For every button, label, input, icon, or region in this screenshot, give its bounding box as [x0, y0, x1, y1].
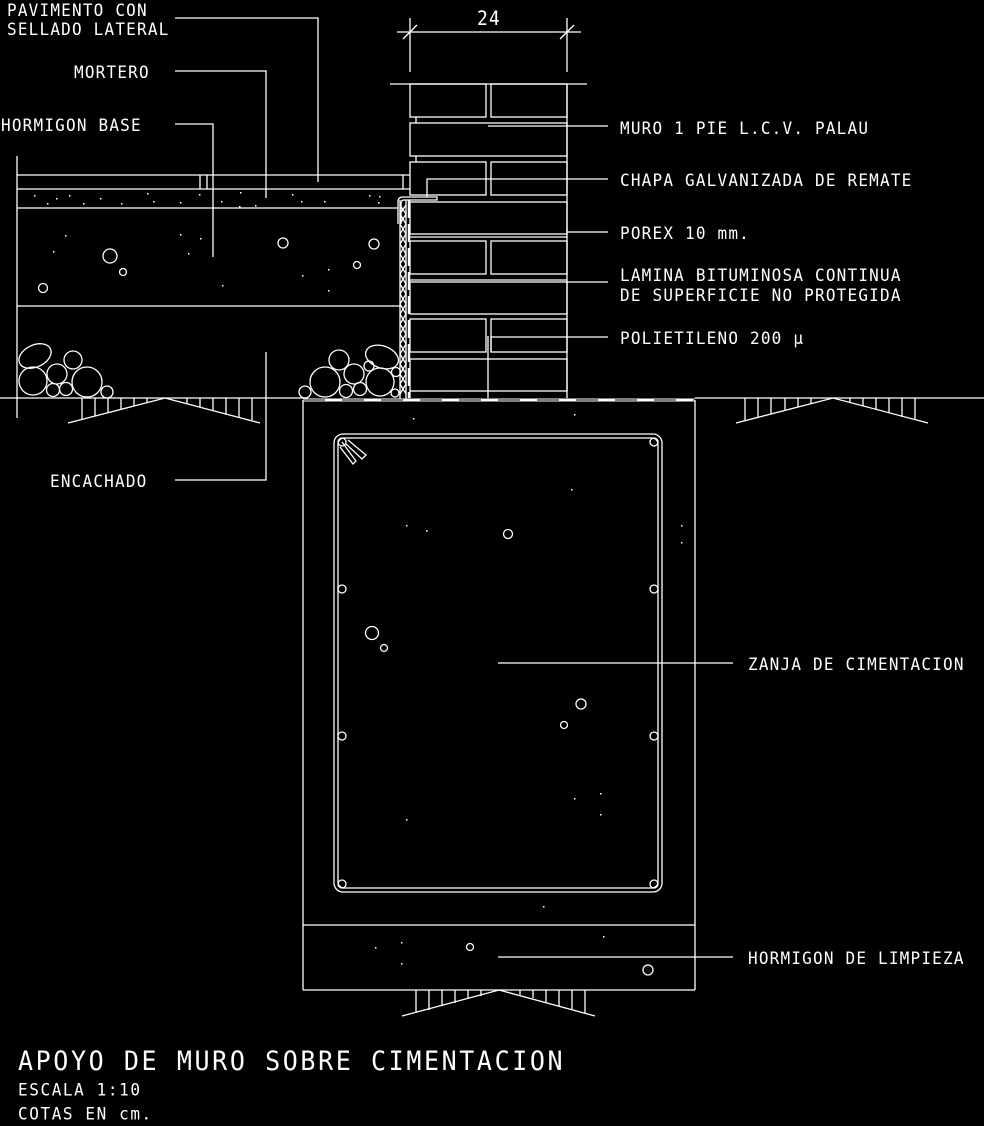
label-hormigon-base: HORMIGON BASE: [1, 115, 142, 136]
foundation-trench: [302, 400, 696, 991]
drawing-units-note: COTAS EN cm.: [18, 1103, 153, 1124]
soil-hatch-left: [67, 397, 261, 424]
label-porex: POREX 10 mm.: [620, 223, 750, 244]
label-lamina-line2: DE SUPERFICIE NO PROTEGIDA: [620, 285, 902, 306]
label-mortero: MORTERO: [74, 62, 150, 83]
soil-hatch-bottom: [401, 989, 596, 1017]
label-zanja: ZANJA DE CIMENTACION: [748, 654, 965, 675]
leader-lines: [175, 17, 733, 958]
dimension-24: [397, 18, 581, 72]
label-muro: MURO 1 PIE L.C.V. PALAU: [620, 118, 870, 139]
label-encachado: ENCACHADO: [50, 471, 148, 492]
label-lamina-line1: LAMINA BITUMINOSA CONTINUA: [620, 265, 902, 286]
wall-waterproofing: [397, 196, 438, 400]
brick-wall: [390, 83, 587, 398]
gravel-bed: [18, 343, 402, 399]
label-chapa: CHAPA GALVANIZADA DE REMATE: [620, 170, 913, 191]
dimension-label-24: 24: [477, 7, 501, 31]
drawing-title: APOYO DE MURO SOBRE CIMENTACION: [18, 1044, 566, 1077]
label-polietileno: POLIETILENO 200 μ: [620, 328, 805, 349]
label-hormigon-limpieza: HORMIGON DE LIMPIEZA: [748, 948, 965, 969]
soil-hatch-right: [735, 397, 929, 424]
label-pavimento-line1: PAVIMENTO CON: [7, 0, 148, 21]
drawing-scale: ESCALA 1:10: [18, 1079, 142, 1100]
label-pavimento-line2: SELLADO LATERAL: [7, 19, 170, 40]
